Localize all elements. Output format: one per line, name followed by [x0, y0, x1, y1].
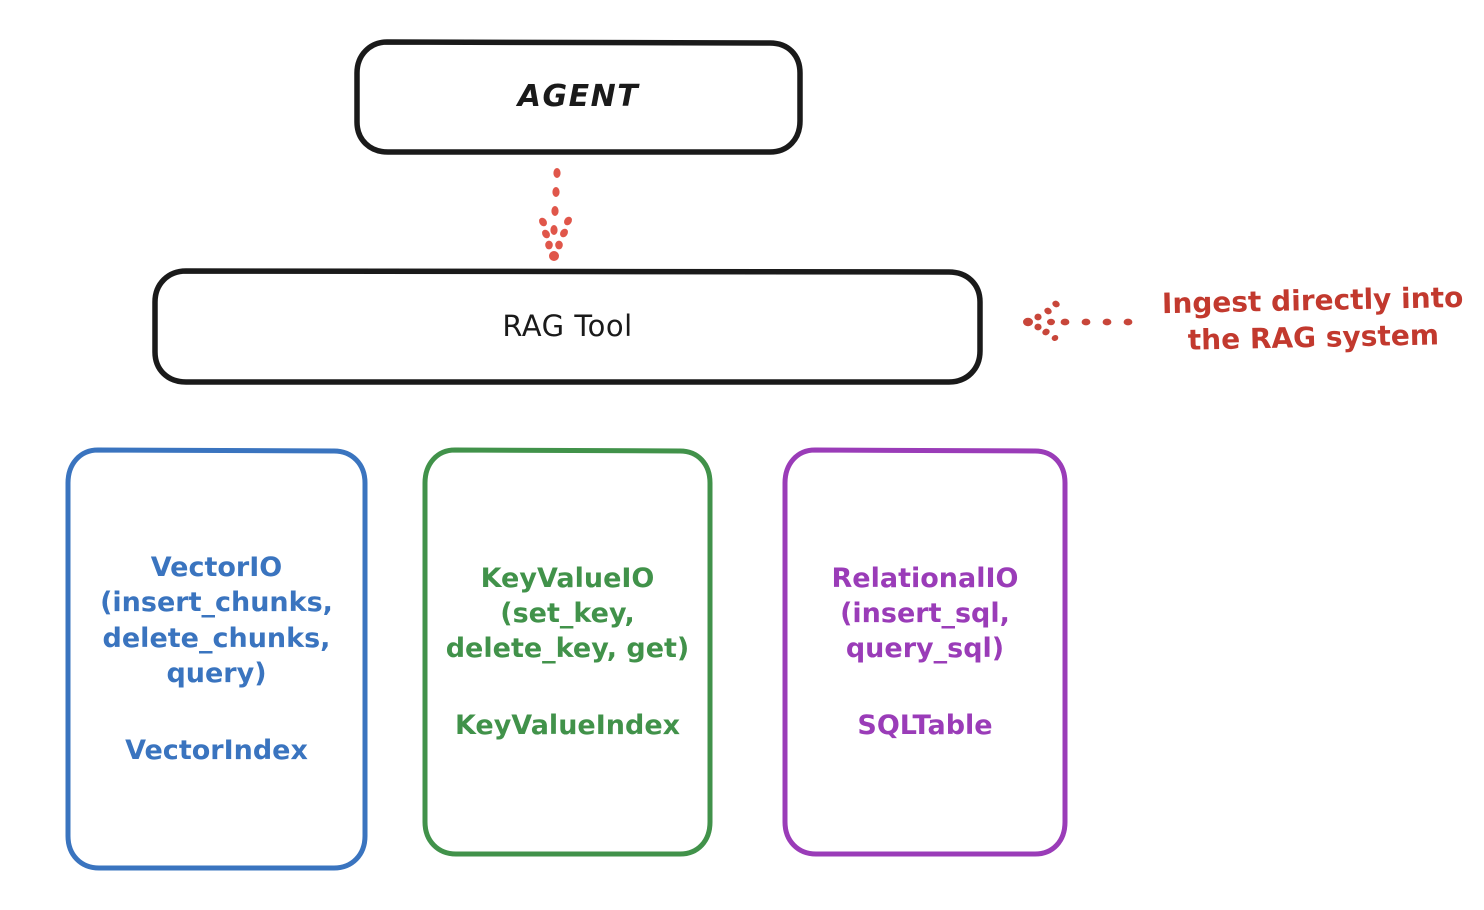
agent-to-ragtool-arrow — [539, 168, 572, 261]
ingest-annotation-label: Ingest directly into the RAG system — [1161, 280, 1464, 357]
key-value-io-box-outline — [422, 447, 713, 857]
vector-io-box[interactable] — [65, 447, 368, 871]
rag-tool-box-outline — [152, 268, 983, 385]
relational-io-label-group: RelationalIO (insert_sql, query_sql) SQL… — [785, 450, 1065, 854]
agent-box-outline — [354, 39, 803, 155]
key-value-io-box[interactable] — [422, 447, 713, 857]
ingest-annotation-arrow — [1023, 300, 1133, 341]
vector-io-index-label: VectorIndex — [125, 734, 308, 766]
agent-box[interactable] — [354, 39, 803, 155]
key-value-io-api-label: KeyValueIO (set_key, delete_key, get) — [445, 562, 690, 665]
vector-io-label-group: VectorIO (insert_chunks, delete_chunks, … — [68, 450, 365, 868]
rag-tool-label: RAG Tool — [502, 309, 633, 344]
vector-io-box-outline — [65, 447, 368, 871]
key-value-io-index-label: KeyValueIndex — [454, 710, 681, 742]
relational-io-box[interactable] — [782, 447, 1068, 857]
relational-io-box-outline — [782, 447, 1068, 857]
relational-io-index-label: SQLTable — [857, 710, 993, 742]
rag-tool-box[interactable] — [152, 268, 983, 385]
vector-io-api-label: VectorIO (insert_chunks, delete_chunks, … — [100, 552, 333, 689]
agent-label: AGENT — [517, 79, 640, 115]
relational-io-api-label: RelationalIO (insert_sql, query_sql) — [831, 562, 1019, 665]
key-value-io-label-group: KeyValueIO (set_key, delete_key, get) Ke… — [425, 450, 710, 854]
